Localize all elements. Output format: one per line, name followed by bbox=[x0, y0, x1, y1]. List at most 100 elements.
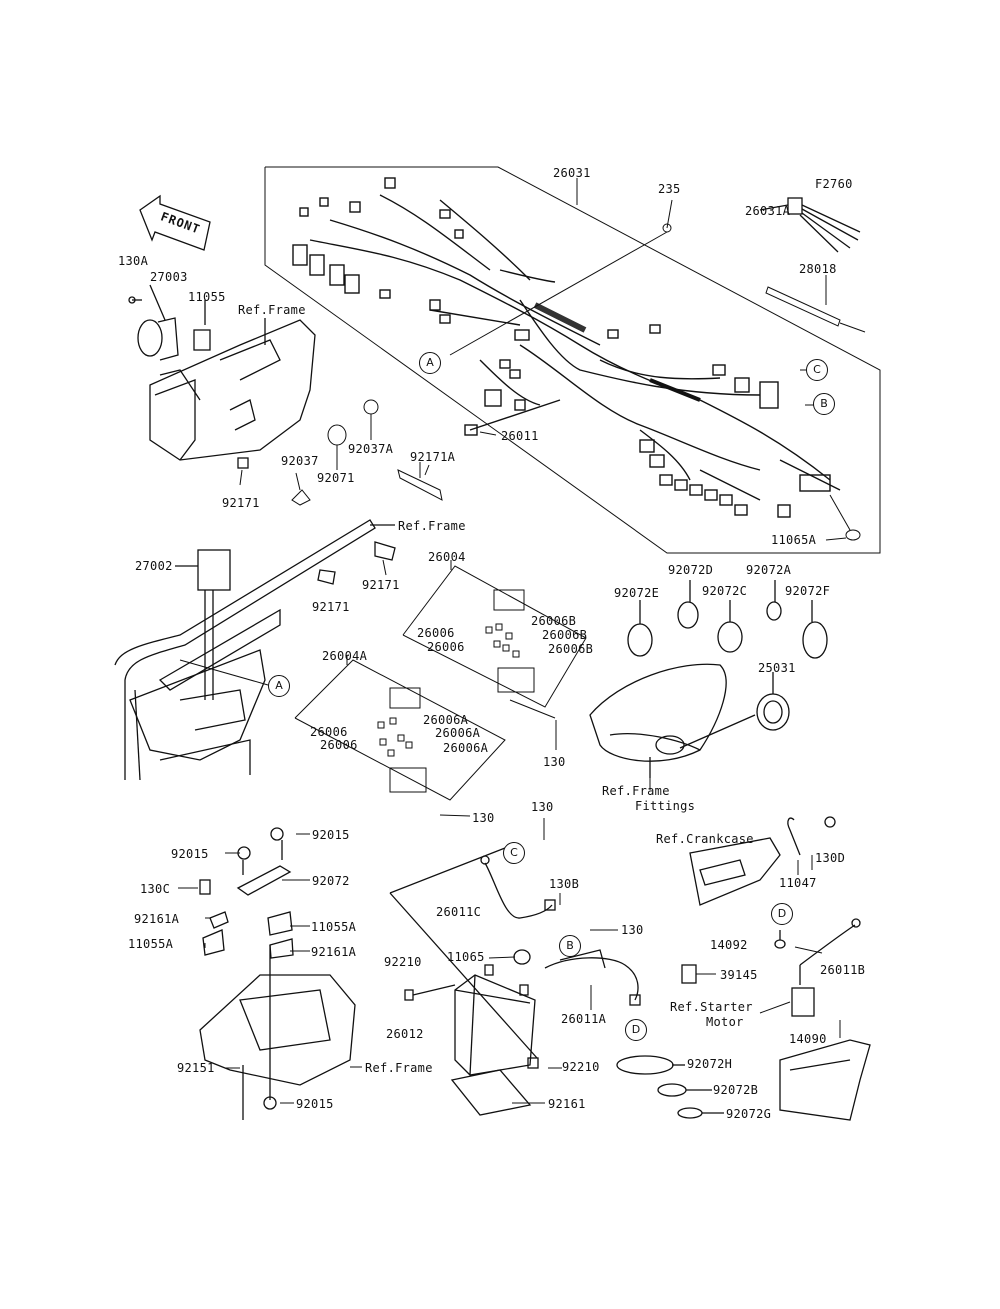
callout-C-1: C bbox=[806, 359, 828, 381]
part-label-92072: 92072 bbox=[312, 874, 350, 888]
part-label-26006A-3: 26006A bbox=[443, 741, 489, 755]
part-label-92015-c: 92015 bbox=[296, 1097, 334, 1111]
part-label-92072A: 92072A bbox=[746, 563, 792, 577]
part-label-26006A-1: 26006A bbox=[423, 713, 469, 727]
part-label-26006B-1: 26006B bbox=[531, 614, 577, 628]
leader-A2 bbox=[179, 659, 269, 686]
fittings-25031-icon bbox=[589, 663, 790, 778]
ref-frame-fittings-label-1: Ref.Frame bbox=[602, 784, 670, 798]
clamp-92037A-icon bbox=[363, 399, 379, 440]
part-label-26004A: 26004A bbox=[322, 649, 368, 663]
part-label-92171-a: 92171 bbox=[222, 496, 260, 510]
battery-tray-bracket-icon bbox=[199, 827, 356, 1120]
part-label-130A: 130A bbox=[118, 254, 149, 268]
part-label-26006A-2: 26006A bbox=[435, 726, 481, 740]
part-label-11055: 11055 bbox=[188, 290, 226, 304]
part-label-92161A-b: 92161A bbox=[311, 945, 357, 959]
part-label-26006-4: 26006 bbox=[320, 738, 358, 752]
ref-frame-label-3: Ref.Frame bbox=[365, 1061, 433, 1075]
part-label-130-d: 130 bbox=[621, 923, 644, 937]
part-label-26011A: 26011A bbox=[561, 1012, 607, 1026]
part-label-92171-c: 92171 bbox=[312, 600, 350, 614]
cable-26011B-icon bbox=[799, 918, 861, 985]
part-label-27002: 27002 bbox=[135, 559, 173, 573]
battery-26012-icon bbox=[389, 847, 539, 1116]
part-label-92037: 92037 bbox=[281, 454, 319, 468]
part-label-92015-b: 92015 bbox=[171, 847, 209, 861]
part-label-26011: 26011 bbox=[501, 429, 539, 443]
part-label-26004: 26004 bbox=[428, 550, 466, 564]
ref-frame-fittings-label-2: Fittings bbox=[635, 799, 696, 813]
part-label-92037A: 92037A bbox=[348, 442, 394, 456]
part-label-130B: 130B bbox=[549, 877, 580, 891]
callout-B-1: B bbox=[813, 393, 835, 415]
callout-B-2: B bbox=[559, 935, 581, 957]
starter-relay-icon bbox=[681, 816, 871, 1121]
part-label-130D: 130D bbox=[815, 851, 846, 865]
leader-26011 bbox=[479, 431, 497, 436]
horn-27003-icon bbox=[128, 284, 211, 361]
tube-28018-icon bbox=[765, 275, 866, 333]
part-label-92015-a: 92015 bbox=[312, 828, 350, 842]
part-label-39145: 39145 bbox=[720, 968, 758, 982]
part-label-92072H: 92072H bbox=[687, 1057, 733, 1071]
part-label-26011C: 26011C bbox=[436, 905, 482, 919]
clamps-lower-icon bbox=[616, 1055, 724, 1119]
part-label-92161A-a: 92161A bbox=[134, 912, 180, 926]
part-label-F2760: F2760 bbox=[815, 177, 853, 191]
ref-frame-label-1: Ref.Frame bbox=[238, 303, 306, 317]
part-label-11065: 11065 bbox=[447, 950, 485, 964]
part-label-26006-2: 26006 bbox=[427, 640, 465, 654]
part-label-11055A-b: 11055A bbox=[128, 937, 174, 951]
callout-D-2: D bbox=[625, 1019, 647, 1041]
sub-harness-26031A-icon bbox=[759, 197, 861, 253]
part-label-92161: 92161 bbox=[548, 1097, 586, 1111]
cable-26011A-icon bbox=[544, 949, 641, 1006]
main-harness-icon bbox=[292, 177, 841, 518]
leader-130b bbox=[509, 699, 556, 719]
harness-group-outline bbox=[264, 166, 881, 554]
part-label-92151: 92151 bbox=[177, 1061, 215, 1075]
ref-starter-label-1: Ref.Starter bbox=[670, 1000, 753, 1014]
callout-D-1: D bbox=[771, 903, 793, 925]
callout-C-2: C bbox=[503, 842, 525, 864]
part-label-26006B-2: 26006B bbox=[542, 628, 588, 642]
part-label-92072E: 92072E bbox=[614, 586, 660, 600]
part-label-130-c: 130 bbox=[531, 800, 554, 814]
part-label-92072C: 92072C bbox=[702, 584, 748, 598]
leader-130a bbox=[439, 814, 471, 817]
part-label-11055A-a: 11055A bbox=[311, 920, 357, 934]
part-label-92072F: 92072F bbox=[785, 584, 831, 598]
boot-11065A-icon bbox=[825, 494, 861, 541]
part-label-26031A: 26031A bbox=[745, 204, 791, 218]
callout-A-1: A bbox=[419, 352, 441, 374]
part-label-26006B-3: 26006B bbox=[548, 642, 594, 656]
part-label-92210-a: 92210 bbox=[384, 955, 422, 969]
part-label-11047: 11047 bbox=[779, 876, 817, 890]
part-label-92071: 92071 bbox=[317, 471, 355, 485]
part-label-28018: 28018 bbox=[799, 262, 837, 276]
part-label-92171-b: 92171 bbox=[362, 578, 400, 592]
grommet-92071-icon bbox=[327, 424, 347, 470]
front-arrow-icon bbox=[139, 194, 211, 251]
part-label-26031: 26031 bbox=[553, 166, 591, 180]
part-label-130-b: 130 bbox=[472, 811, 495, 825]
part-label-26011B: 26011B bbox=[820, 963, 866, 977]
leader-lines-misc bbox=[178, 464, 841, 1104]
part-label-92072B: 92072B bbox=[713, 1083, 759, 1097]
part-label-130-a: 130 bbox=[543, 755, 566, 769]
part-label-26012: 26012 bbox=[386, 1027, 424, 1041]
part-label-14090: 14090 bbox=[789, 1032, 827, 1046]
bolt-235-icon bbox=[449, 199, 673, 356]
part-label-92210-b: 92210 bbox=[562, 1060, 600, 1074]
part-label-26006-3: 26006 bbox=[310, 725, 348, 739]
part-label-92171A: 92171A bbox=[410, 450, 456, 464]
part-label-26006-1: 26006 bbox=[417, 626, 455, 640]
group-26004A-outline bbox=[294, 655, 506, 801]
part-label-130C: 130C bbox=[140, 882, 171, 896]
part-label-11065A: 11065A bbox=[771, 533, 817, 547]
part-label-92072G: 92072G bbox=[726, 1107, 772, 1121]
ref-starter-label-2: Motor bbox=[706, 1015, 744, 1029]
part-label-92072D: 92072D bbox=[668, 563, 714, 577]
